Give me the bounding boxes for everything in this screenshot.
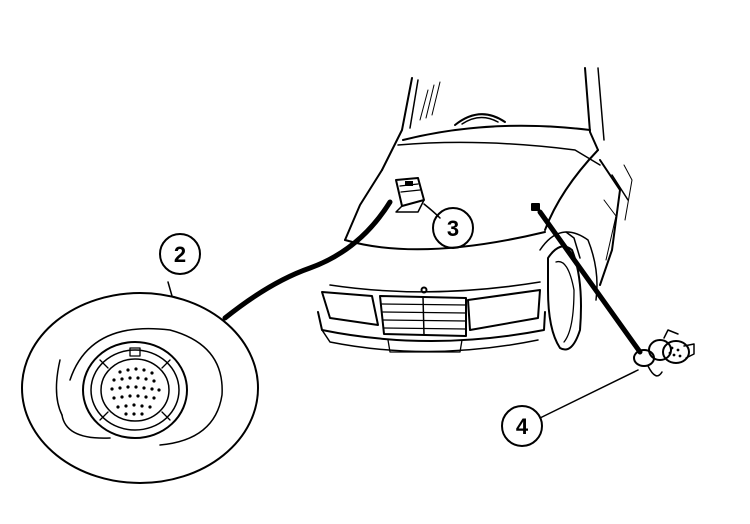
callout-4-label: 4 (516, 414, 529, 439)
diagnostic-connector-3 (395, 177, 441, 219)
callout-3-circle (432, 207, 474, 249)
callout-4-circle (501, 405, 543, 447)
callout-3-label: 3 (447, 216, 459, 241)
callout-2-circle (159, 233, 201, 275)
plug-connector-4 (537, 209, 695, 419)
car-front-view (317, 67, 633, 353)
connector-pins (110, 367, 161, 416)
cable-to-detail-2 (222, 199, 393, 321)
callout-2-label: 2 (174, 242, 186, 267)
detail-view-2 (21, 281, 259, 484)
